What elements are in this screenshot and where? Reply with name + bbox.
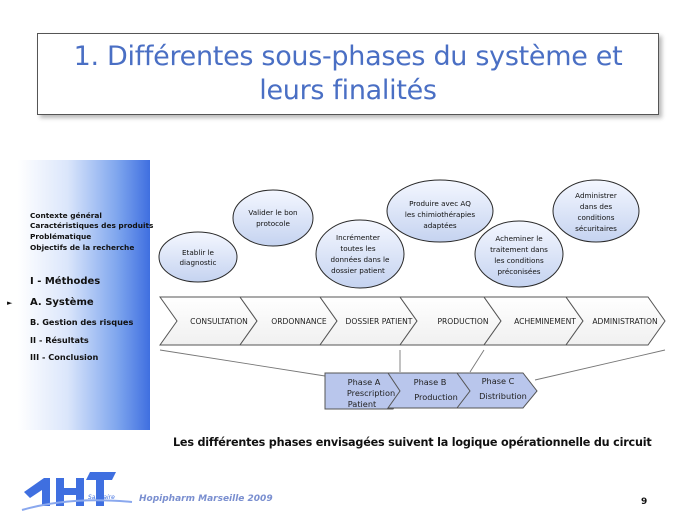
footer-label: Hopipharm Marseille 2009 xyxy=(139,494,273,504)
goal-text-line: dossier patient xyxy=(331,266,385,275)
sidebar-background xyxy=(0,160,150,430)
phase-c-shape: Phase C Distribution xyxy=(455,372,538,409)
goal-text-line: Valider le bon xyxy=(248,208,297,217)
phase-text-line: Phase B xyxy=(414,377,447,387)
goal-text-line: Administrer xyxy=(575,191,617,200)
hopipharm-logo-icon: Sanitaire xyxy=(21,472,133,511)
step-label: ACHEMINEMENT xyxy=(514,317,576,326)
goal-ellipse-administration: Administrer dans des conditions sécuritaire… xyxy=(552,179,640,243)
goal-text-line: Acheminer le xyxy=(495,234,543,243)
step-chevron-administration: ADMINISTRATION xyxy=(565,296,666,346)
goal-text-line: les chimiothérapies xyxy=(405,210,475,219)
sidebar-item-objectifs[interactable]: Objectifs de la recherche xyxy=(30,243,135,252)
goal-text-line: toutes les xyxy=(340,244,375,253)
sidebar-item-contexte[interactable]: Contexte général xyxy=(30,211,102,220)
goal-text-line: diagnostic xyxy=(180,258,217,267)
goal-text-line: Produire avec AQ xyxy=(409,199,471,208)
goal-text-line: conditions xyxy=(578,213,615,222)
goal-text-line: protocole xyxy=(256,219,290,228)
page-title-line-2: leurs finalités xyxy=(259,75,437,106)
step-label: ORDONNANCE xyxy=(271,317,327,326)
goal-ellipse-production: Produire avec AQ les chimiothérapies adapt… xyxy=(386,179,494,243)
goal-ellipse-dossier: Incrémenter toutes les données dans le doss… xyxy=(315,219,405,289)
goal-text-line: les conditions xyxy=(494,256,544,265)
step-label: DOSSIER PATIENT xyxy=(346,317,413,326)
phase-text-line: Prescription xyxy=(347,388,395,398)
phase-text-line: Patient xyxy=(348,399,377,409)
logo-subtext: Sanitaire xyxy=(88,494,115,501)
goal-text-line: Incrémenter xyxy=(336,233,380,242)
step-chevron-consultation: CONSULTATION xyxy=(159,296,258,346)
goal-text-line: traitement dans xyxy=(490,245,548,254)
sidebar-item-resultats[interactable]: II - Résultats xyxy=(30,335,89,345)
phase-b-shape: Phase B Production xyxy=(387,372,472,409)
sidebar-item-conclusion[interactable]: III - Conclusion xyxy=(30,352,99,362)
sidebar-item-problematique[interactable]: Problématique xyxy=(30,232,92,241)
current-item-marker-icon: ► xyxy=(7,299,13,307)
phase-connector-lines xyxy=(159,349,666,381)
goal-text-line: adaptées xyxy=(423,221,457,230)
phase-text-line: Distribution xyxy=(479,391,527,401)
goal-text-line: préconisées xyxy=(497,267,540,276)
goal-ellipse-protocole: Valider le bon protocole xyxy=(232,189,314,247)
page-number: 9 xyxy=(641,497,648,507)
step-label: ADMINISTRATION xyxy=(592,317,657,326)
sidebar-item-systeme[interactable]: A. Système xyxy=(30,297,94,308)
sidebar-item-gestion-risques[interactable]: B. Gestion des risques xyxy=(30,317,134,327)
sidebar-item-caracteristiques[interactable]: Caractéristiques des produits xyxy=(30,221,154,230)
phase-text-line: Phase A xyxy=(348,377,381,387)
goal-text-line: dans des xyxy=(580,202,613,211)
step-label: PRODUCTION xyxy=(437,317,488,326)
step-label: CONSULTATION xyxy=(190,317,248,326)
goal-text-line: sécuritaires xyxy=(575,224,617,233)
page-title-line-1: 1. Différentes sous-phases du système et xyxy=(73,41,623,72)
sidebar-section-methodes[interactable]: I - Méthodes xyxy=(30,276,101,287)
diagram-caption: Les différentes phases envisagées suiven… xyxy=(173,436,652,449)
goal-text-line: données dans le xyxy=(331,255,390,264)
phase-text-line: Production xyxy=(414,392,458,402)
title-box: 1. Différentes sous-phases du système et… xyxy=(37,33,659,115)
goal-ellipse-acheminement: Acheminer le traitement dans les condition… xyxy=(474,220,564,288)
goal-text-line: Etablir le xyxy=(182,248,215,257)
phase-text-line: Phase C xyxy=(482,376,515,386)
